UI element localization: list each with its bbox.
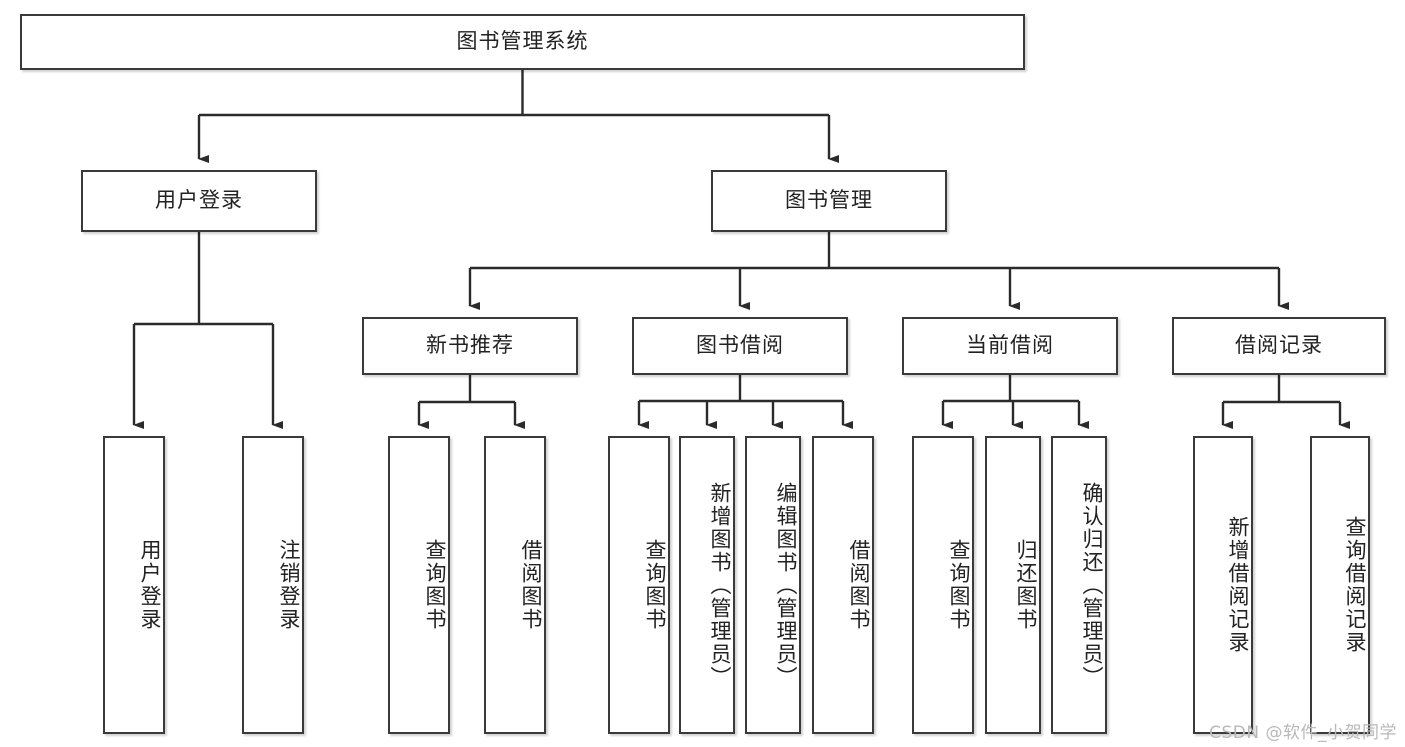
leaf-confirm-return[interactable]: 确认归还（管理员） [1051, 436, 1107, 734]
node-book-manage-label: 图书管理 [785, 188, 873, 213]
leaf-borrow-book-recommend[interactable]: 借阅图书 [484, 436, 546, 734]
node-book-manage[interactable]: 图书管理 [711, 170, 947, 232]
leaf-add-book[interactable]: 新增图书（管理员） [679, 436, 735, 734]
node-new-book-recommend[interactable]: 新书推荐 [362, 317, 578, 375]
node-user-login[interactable]: 用户登录 [81, 170, 317, 232]
leaf-add-borrow-record[interactable]: 新增借阅记录 [1193, 436, 1253, 734]
leaf-query-book-borrow[interactable]: 查询图书 [608, 436, 670, 734]
leaf-query-book-recommend[interactable]: 查询图书 [388, 436, 450, 734]
node-book-borrow[interactable]: 图书借阅 [632, 317, 848, 375]
leaf-borrow-book[interactable]: 借阅图书 [812, 436, 874, 734]
node-current-borrow[interactable]: 当前借阅 [902, 317, 1118, 375]
watermark: CSDN @软件_小贺同学 [1209, 723, 1397, 743]
leaf-query-borrow-record-label: 查询借阅记录 [1343, 516, 1367, 654]
leaf-user-login-label: 用户登录 [138, 539, 162, 631]
leaf-user-login[interactable]: 用户登录 [103, 436, 165, 734]
leaf-logout[interactable]: 注销登录 [242, 436, 304, 734]
node-user-login-label: 用户登录 [155, 188, 243, 213]
leaf-add-book-label: 新增图书（管理员） [708, 481, 732, 689]
node-current-borrow-label: 当前借阅 [966, 333, 1054, 358]
node-borrow-record-label: 借阅记录 [1235, 333, 1323, 358]
leaf-borrow-book-label: 借阅图书 [847, 539, 871, 631]
leaf-logout-label: 注销登录 [277, 539, 301, 631]
leaf-edit-book[interactable]: 编辑图书（管理员） [745, 436, 801, 734]
leaf-edit-book-label: 编辑图书（管理员） [774, 481, 798, 689]
node-root-label: 图书管理系统 [456, 29, 589, 54]
leaf-query-book-current-label: 查询图书 [947, 539, 971, 631]
node-borrow-record[interactable]: 借阅记录 [1172, 317, 1386, 375]
leaf-query-book-recommend-label: 查询图书 [423, 539, 447, 631]
leaf-confirm-return-label: 确认归还（管理员） [1080, 481, 1104, 689]
leaf-query-borrow-record[interactable]: 查询借阅记录 [1310, 436, 1370, 734]
leaf-return-book-label: 归还图书 [1014, 539, 1038, 631]
leaf-borrow-book-recommend-label: 借阅图书 [519, 539, 543, 631]
leaf-query-book-current[interactable]: 查询图书 [912, 436, 974, 734]
leaf-query-book-borrow-label: 查询图书 [643, 539, 667, 631]
leaf-add-borrow-record-label: 新增借阅记录 [1226, 516, 1250, 654]
node-root[interactable]: 图书管理系统 [20, 14, 1025, 70]
node-new-book-recommend-label: 新书推荐 [426, 333, 514, 358]
leaf-return-book[interactable]: 归还图书 [985, 436, 1041, 734]
node-book-borrow-label: 图书借阅 [696, 333, 784, 358]
